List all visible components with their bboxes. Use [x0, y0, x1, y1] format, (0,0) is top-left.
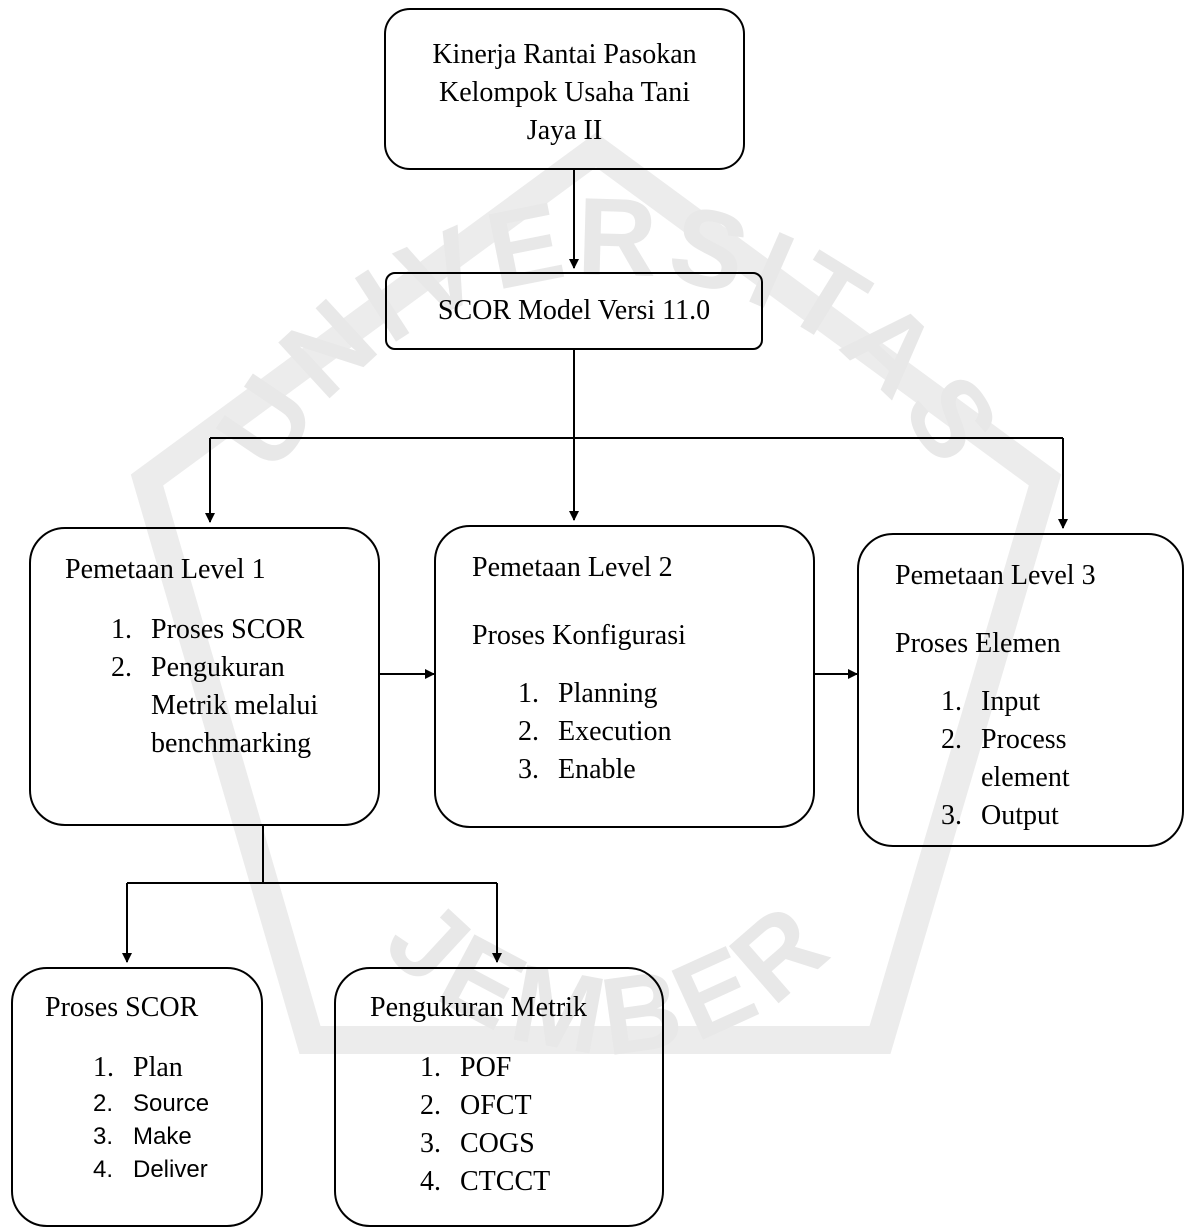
top-node: Kinerja Rantai Pasokan Kelompok Usaha Ta…	[384, 8, 745, 170]
list-number: 4.	[420, 1166, 441, 1197]
list-number: 1.	[941, 686, 962, 717]
list-item: 2. Process element	[941, 721, 1182, 797]
list-item: 3. Output	[941, 797, 1182, 835]
list-text: Pengukuran Metrik melalui benchmarking	[151, 652, 319, 759]
list-item: 1. Plan	[93, 1049, 261, 1087]
list-item: 1. POF	[420, 1049, 662, 1087]
list-number: 2.	[518, 716, 539, 747]
list-number: 1.	[420, 1052, 441, 1083]
scor-model-label: SCOR Model Versi 11.0	[437, 295, 711, 326]
list-item: 1. Planning	[518, 675, 813, 713]
proses-scor-node: Proses SCOR 1. Plan 2. Source 3. Make 4.…	[11, 967, 263, 1227]
list-number: 3.	[93, 1123, 114, 1150]
level3-list: 1. Input 2. Process element 3. Output	[941, 683, 1182, 835]
list-text: Source	[133, 1090, 210, 1117]
list-item: 3. COGS	[420, 1125, 662, 1163]
proses-scor-title: Proses SCOR	[45, 992, 199, 1023]
pengukuran-metrik-title: Pengukuran Metrik	[370, 992, 587, 1023]
list-item: 1. Input	[941, 683, 1182, 721]
list-number: 3.	[518, 754, 539, 785]
list-item: 2. OFCT	[420, 1087, 662, 1125]
top-node-line-3: Jaya II	[526, 115, 603, 146]
list-item: 1. Proses SCOR	[111, 611, 378, 649]
list-text: Make	[133, 1123, 192, 1150]
list-text: COGS	[460, 1128, 535, 1159]
list-number: 1.	[111, 614, 132, 645]
list-item: 2. Execution	[518, 713, 813, 751]
list-item: 4. CTCCT	[420, 1163, 662, 1201]
top-node-line-1: Kinerja Rantai Pasokan	[432, 39, 697, 70]
proses-scor-list: 1. Plan 2. Source 3. Make 4. Deliver	[93, 1049, 261, 1186]
level1-node: Pemetaan Level 1 1. Proses SCOR 2. Pengu…	[29, 527, 380, 826]
scor-model-node: SCOR Model Versi 11.0	[385, 272, 763, 350]
list-text: Execution	[558, 716, 672, 747]
list-item: 2. Source	[93, 1087, 261, 1120]
list-text: Deliver	[133, 1156, 208, 1183]
level3-title: Pemetaan Level 3	[895, 560, 1096, 591]
list-text: Planning	[558, 678, 658, 709]
list-number: 1.	[518, 678, 539, 709]
list-text: Output	[981, 800, 1059, 831]
list-item: 3. Enable	[518, 751, 813, 789]
list-number: 3.	[941, 800, 962, 831]
level1-list: 1. Proses SCOR 2. Pengukuran Metrik mela…	[111, 611, 378, 763]
pengukuran-metrik-list: 1. POF 2. OFCT 3. COGS 4. CTCCT	[420, 1049, 662, 1201]
list-text: Enable	[558, 754, 636, 785]
list-text: POF	[460, 1052, 512, 1083]
level3-node: Pemetaan Level 3 Proses Elemen 1. Input …	[857, 533, 1184, 847]
list-item: 4. Deliver	[93, 1153, 261, 1186]
list-item: 3. Make	[93, 1120, 261, 1153]
level2-node: Pemetaan Level 2 Proses Konfigurasi 1. P…	[434, 525, 815, 828]
list-text: CTCCT	[460, 1166, 551, 1197]
watermark-pentagon	[130, 132, 1062, 1054]
list-text: OFCT	[460, 1090, 532, 1121]
level2-list: 1. Planning 2. Execution 3. Enable	[518, 675, 813, 789]
list-number: 2.	[111, 652, 132, 683]
list-number: 4.	[93, 1156, 114, 1183]
list-text: Process element	[981, 724, 1070, 793]
list-number: 1.	[93, 1052, 114, 1083]
list-number: 2.	[941, 724, 962, 755]
list-item: 2. Pengukuran Metrik melalui benchmarkin…	[111, 649, 378, 763]
list-text: Proses SCOR	[151, 614, 305, 645]
list-text: Input	[981, 686, 1041, 717]
list-number: 2.	[420, 1090, 441, 1121]
pengukuran-metrik-node: Pengukuran Metrik 1. POF 2. OFCT 3. COGS…	[334, 967, 664, 1227]
list-number: 2.	[93, 1090, 114, 1117]
level3-subtitle: Proses Elemen	[895, 628, 1061, 659]
list-number: 3.	[420, 1128, 441, 1159]
level2-title: Pemetaan Level 2	[472, 552, 673, 583]
list-text: Plan	[133, 1052, 183, 1083]
top-node-line-2: Kelompok Usaha Tani	[438, 77, 691, 108]
level2-subtitle: Proses Konfigurasi	[472, 620, 686, 651]
level1-title: Pemetaan Level 1	[65, 554, 266, 585]
